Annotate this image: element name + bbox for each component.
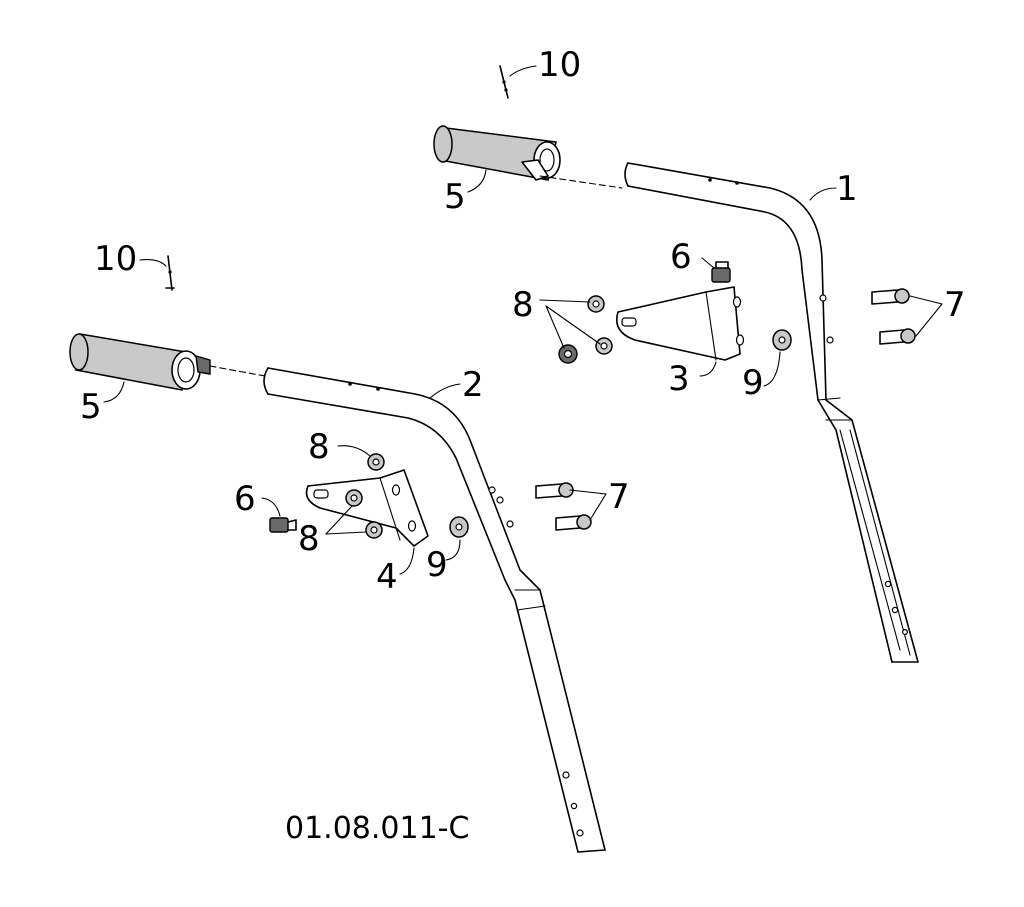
lower-bracket — [305, 469, 429, 547]
callout-handle-upper: 1 — [836, 169, 858, 209]
figure-code: 01.08.011-C — [285, 811, 469, 846]
callout-bracket-lower: 4 — [376, 557, 398, 597]
callout-screws-lower: 7 — [608, 477, 630, 517]
lower-nuts — [345, 453, 385, 539]
upper-washer — [772, 329, 792, 351]
lower-handle-assembly — [69, 255, 606, 853]
callout-bracket-upper: 3 — [668, 359, 690, 399]
lower-pin — [165, 255, 175, 291]
leader-lines — [103, 65, 943, 575]
callout-bolt-upper: 6 — [670, 237, 692, 277]
upper-handle-tube — [624, 162, 919, 663]
callout-washer-upper: 9 — [742, 363, 764, 403]
upper-screws — [871, 288, 916, 345]
upper-bolt — [711, 261, 731, 283]
lower-screws — [535, 482, 592, 531]
lower-grip — [69, 333, 211, 391]
upper-grip — [433, 125, 561, 181]
callout-grip-lower: 5 — [80, 387, 102, 427]
callout-labels: 10 5 1 6 8 3 9 7 10 5 2 8 6 8 4 9 7 — [80, 45, 966, 597]
lower-bolt — [269, 517, 297, 533]
callout-handle-lower: 2 — [462, 365, 484, 405]
lower-handle-tube — [263, 367, 606, 853]
upper-bracket — [616, 286, 745, 361]
upper-handle-assembly — [433, 65, 919, 663]
callout-grip-upper: 5 — [444, 177, 466, 217]
callout-nuts-upper: 8 — [512, 285, 534, 325]
callout-washer-lower: 9 — [426, 545, 448, 585]
callout-screws-upper: 7 — [944, 285, 966, 325]
upper-nuts — [558, 295, 613, 364]
lower-washer — [449, 516, 469, 538]
callout-pin-upper: 10 — [538, 45, 581, 85]
callout-pin-lower: 10 — [94, 239, 137, 279]
callout-nuts-lower: 8 — [298, 519, 320, 559]
upper-pin — [499, 65, 509, 99]
callout-bolt-lower: 6 — [234, 479, 256, 519]
callout-nut-lower-top: 8 — [308, 427, 330, 467]
